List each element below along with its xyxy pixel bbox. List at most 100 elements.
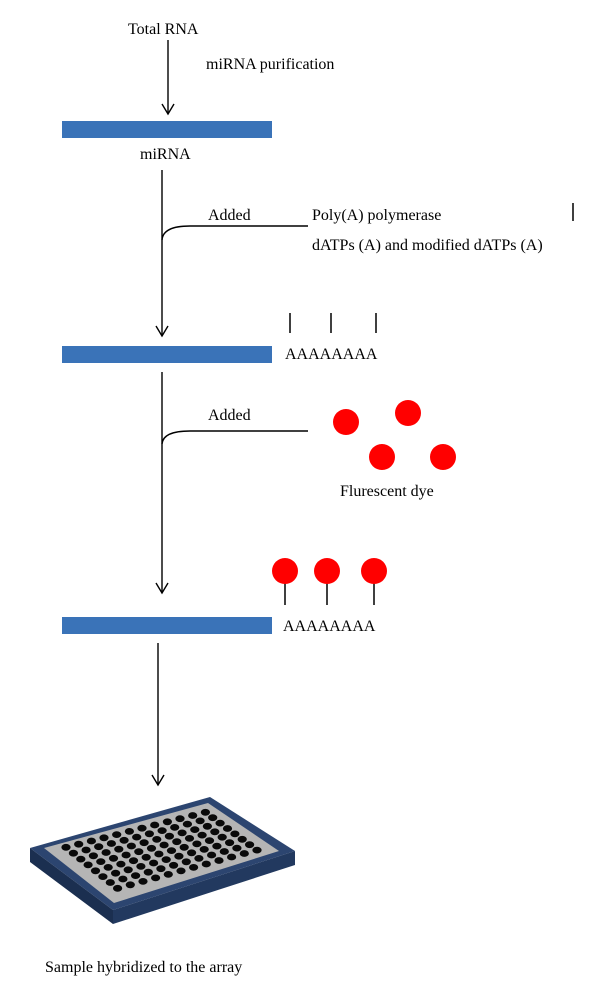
array-well <box>96 858 106 865</box>
arrow-labeling <box>155 372 308 595</box>
array-well <box>124 828 134 835</box>
mirna-label: miRNA <box>140 146 191 163</box>
array-well <box>174 852 184 860</box>
array-well <box>90 867 101 875</box>
array-well <box>112 831 122 838</box>
array-well <box>200 808 210 816</box>
array-well <box>215 819 225 827</box>
array-well <box>156 865 166 873</box>
array-well <box>118 875 128 883</box>
array-well <box>184 835 195 842</box>
array-well <box>119 836 129 844</box>
array-well <box>237 835 247 843</box>
dye-molecule-icon <box>369 444 395 470</box>
array-well <box>108 854 119 862</box>
datp-label: dATPs (A) and modified dATPs (A) <box>312 237 543 254</box>
array-well <box>81 846 91 854</box>
array-well <box>99 834 109 842</box>
polyadenylated-strand <box>62 346 272 363</box>
array-well <box>116 860 126 868</box>
polya-tail-label-2: AAAAAAAA <box>283 618 376 635</box>
labeled-strand <box>62 617 272 634</box>
array-well <box>222 825 233 832</box>
array-well <box>207 851 217 859</box>
array-well <box>144 830 154 838</box>
array-well <box>126 842 136 850</box>
array-well <box>114 845 124 853</box>
array-well <box>121 851 131 859</box>
array-well <box>143 868 153 876</box>
array-well <box>134 848 144 856</box>
array-well <box>68 849 78 857</box>
arrow-purification <box>161 40 175 116</box>
array-well <box>219 848 229 855</box>
arrow-hybridization <box>151 643 165 787</box>
array-well <box>162 818 172 826</box>
array-well <box>88 852 98 860</box>
array-well <box>111 869 121 877</box>
array-well <box>136 863 146 870</box>
array-well <box>192 840 202 848</box>
array-well <box>131 872 141 879</box>
array-well <box>214 857 224 864</box>
array-well <box>154 850 164 858</box>
array-well <box>125 881 135 889</box>
dye-molecule-icon <box>430 444 456 470</box>
array-wells <box>61 808 262 892</box>
array-well <box>94 843 104 851</box>
array-well <box>128 857 139 865</box>
array-well <box>176 867 186 875</box>
array-well <box>139 839 149 847</box>
array-well <box>146 844 157 852</box>
array-well <box>181 858 191 866</box>
polya-tail-label-1: AAAAAAAA <box>285 346 378 363</box>
result-label: Sample hybridized to the array <box>45 959 243 976</box>
array-well <box>98 873 108 880</box>
array-well <box>74 840 84 848</box>
array-well <box>199 846 209 853</box>
array-well <box>152 836 162 843</box>
fluorescent-dye-molecules <box>333 400 456 470</box>
array-well <box>190 826 200 833</box>
array-well <box>239 850 249 857</box>
purification-label: miRNA purification <box>206 56 335 73</box>
arrow-polyadenylation <box>155 170 308 338</box>
array-well <box>227 853 237 861</box>
dye-molecule-icon <box>361 558 387 584</box>
array-well <box>163 871 173 878</box>
dye-molecule-icon <box>272 558 298 584</box>
array-well <box>137 824 147 832</box>
array-well <box>225 839 235 847</box>
array-well <box>103 864 113 871</box>
array-well <box>164 832 174 840</box>
array-well <box>83 861 93 869</box>
array-well <box>210 828 220 836</box>
array-well <box>150 821 160 829</box>
microarray-icon <box>30 797 295 924</box>
array-well <box>169 861 179 869</box>
attached-dye-labels <box>272 558 387 605</box>
array-well <box>182 820 192 828</box>
modified-datp-marks <box>289 313 377 333</box>
fluorescent-dye-label: Flurescent dye <box>340 483 434 500</box>
array-well <box>179 843 189 851</box>
array-well <box>202 822 212 830</box>
array-well <box>101 849 111 856</box>
array-well <box>217 833 227 841</box>
array-well <box>187 849 197 857</box>
array-well <box>149 859 159 867</box>
array-well <box>170 824 180 831</box>
array-well <box>86 837 96 845</box>
array-well <box>175 815 185 823</box>
array-well <box>197 831 207 839</box>
array-well <box>166 847 177 854</box>
array-well <box>208 814 218 822</box>
array-well <box>76 855 86 863</box>
array-well <box>245 841 255 849</box>
array-well <box>252 846 262 854</box>
array-well <box>157 827 167 834</box>
array-well <box>123 866 133 874</box>
array-well <box>161 856 171 863</box>
